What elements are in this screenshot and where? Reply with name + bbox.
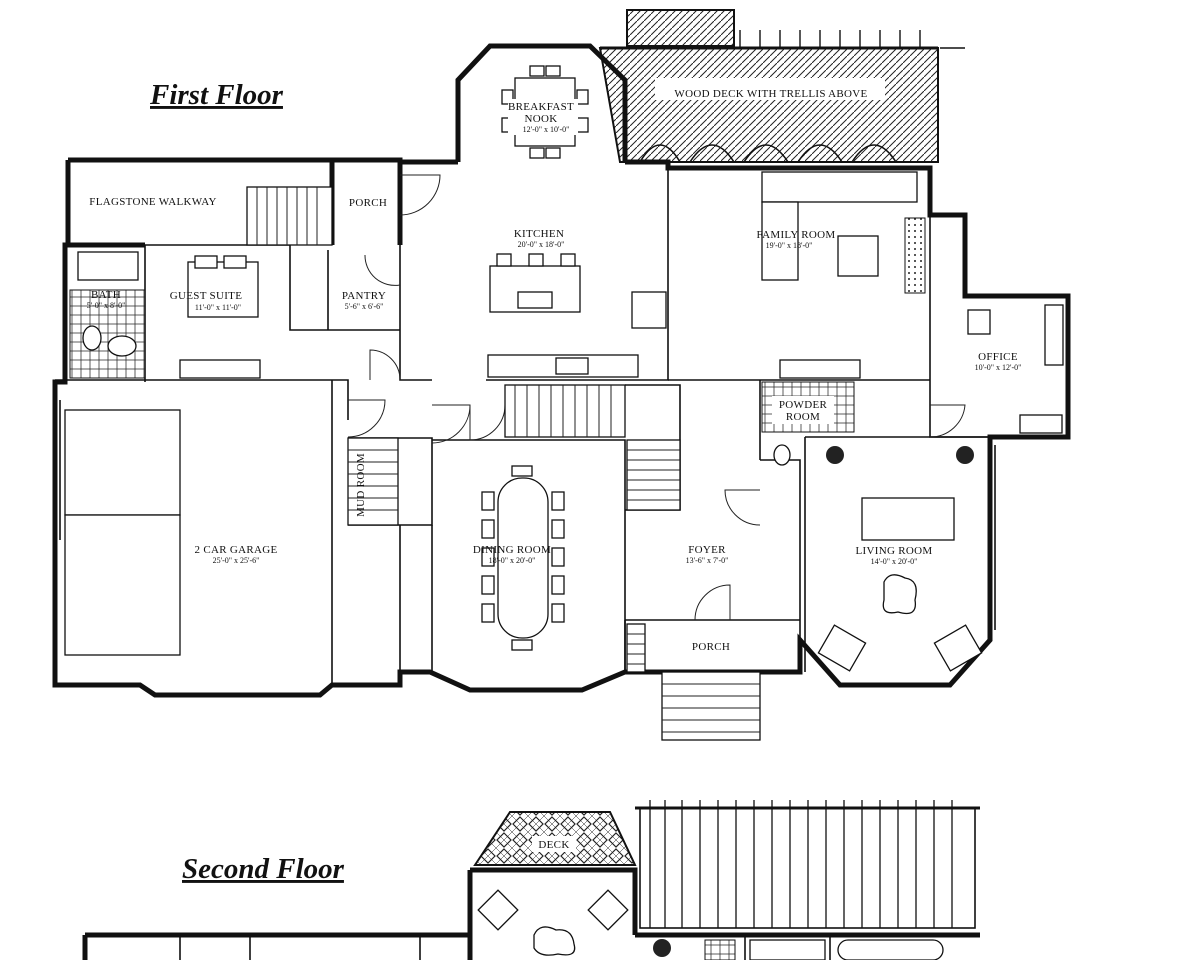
label-family-room: FAMILY ROOM	[757, 229, 836, 241]
second-floor: DECK Second Floor	[82, 800, 980, 960]
label-garage: 2 CAR GARAGE	[194, 544, 277, 556]
label-dining-room: DINING ROOM	[473, 544, 551, 556]
label-kitchen: KITCHEN	[514, 228, 564, 240]
label-office: OFFICE	[978, 351, 1018, 363]
dims-garage: 25'-0" x 25'-6"	[213, 556, 260, 565]
dims-guest-suite: 11'-0" x 11'-0"	[195, 303, 241, 312]
dims-living-room: 14'-0" x 20'-0"	[871, 557, 918, 566]
label-flagstone-walkway: FLAGSTONE WALKWAY	[89, 196, 216, 208]
dims-kitchen: 20'-0" x 18'-0"	[518, 240, 565, 249]
second-floor-title: Second Floor	[182, 853, 345, 885]
dims-family-room: 19'-0" x 18'-0"	[766, 241, 813, 250]
label-wood-deck: WOOD DECK WITH TRELLIS ABOVE	[674, 88, 867, 100]
label-deck: DECK	[538, 839, 569, 851]
label-mud-room: MUD ROOM	[355, 453, 367, 517]
wood-deck-trellis	[598, 9, 965, 163]
dims-dining-room: 18'-0" x 20'-0"	[489, 556, 536, 565]
dims-office: 10'-0" x 12'-0"	[975, 363, 1022, 372]
dims-pantry: 5'-6" x 6'-6"	[345, 302, 384, 311]
dims-bath: 5'-0" x 8'-0"	[87, 301, 126, 310]
door-swings	[347, 174, 966, 621]
label-living-room: LIVING ROOM	[856, 545, 933, 557]
label-guest-suite: GUEST SUITE	[170, 290, 242, 302]
label-foyer: FOYER	[688, 544, 726, 556]
stairs	[246, 186, 761, 741]
label-bath: BATH	[91, 289, 121, 301]
label-porch-side: PORCH	[349, 197, 387, 209]
dims-breakfast-nook: 12'-0" x 10'-0"	[523, 125, 570, 134]
label-porch-front: PORCH	[692, 641, 730, 653]
label-pantry: PANTRY	[342, 290, 386, 302]
first-floor-title: First Floor	[149, 79, 284, 111]
dims-foyer: 13'-6" x 7'-0"	[686, 556, 729, 565]
